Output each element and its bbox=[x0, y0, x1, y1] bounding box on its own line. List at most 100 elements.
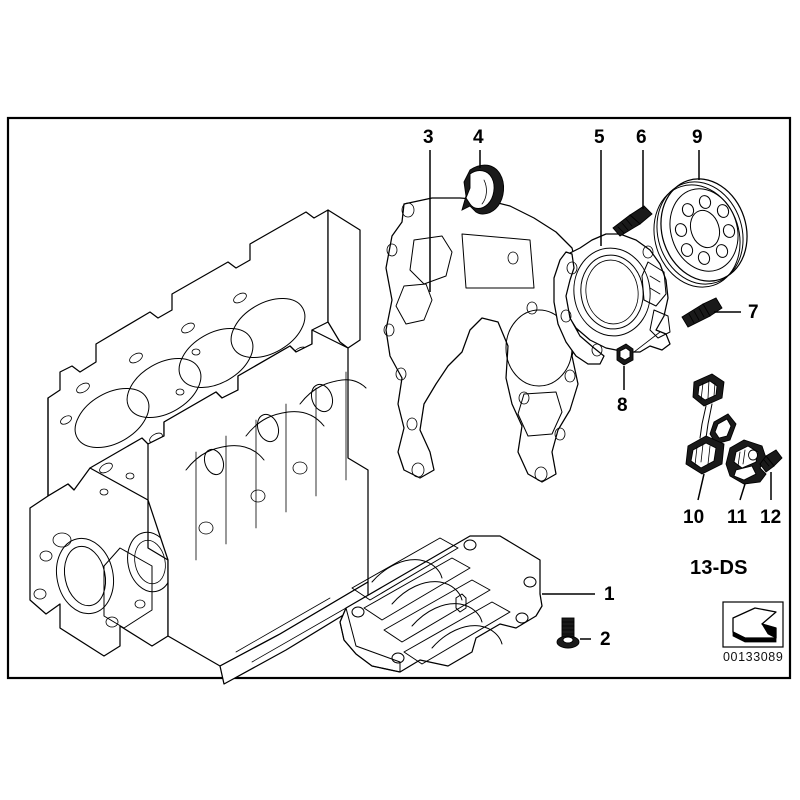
front-face-hole bbox=[134, 599, 146, 609]
head-bolt-hole bbox=[181, 322, 195, 334]
housing-lug bbox=[649, 309, 671, 339]
crankcase-hole bbox=[250, 489, 266, 503]
bolt6-shank bbox=[612, 214, 641, 237]
bedplate-bolt-hole bbox=[463, 539, 477, 551]
drive-plate-center-bore bbox=[689, 209, 721, 249]
arrow-direction-icon-fold bbox=[761, 623, 777, 639]
bolt7-shank bbox=[681, 303, 711, 328]
bedplate-bolt-hole bbox=[523, 576, 537, 588]
callout-label-11: 11 bbox=[727, 507, 748, 528]
head-bolt-hole bbox=[76, 382, 90, 394]
gasket-bolt-hole bbox=[395, 367, 407, 381]
head-bolt-hole bbox=[129, 352, 143, 364]
gasket-bolt-hole bbox=[383, 323, 395, 337]
block-front-face bbox=[29, 397, 169, 657]
bedplate-saddle-1 bbox=[391, 581, 463, 605]
bedplate-saddle-0 bbox=[371, 559, 443, 583]
drive-plate-inner-ring bbox=[669, 188, 739, 272]
gasket-bolt-hole bbox=[401, 202, 415, 218]
drive-plate-bolt-hole bbox=[681, 203, 695, 217]
gasket-bolt-hole bbox=[518, 391, 530, 405]
callout-label-8: 8 bbox=[617, 395, 628, 416]
drive-plate-rim bbox=[656, 181, 744, 285]
bedplate-saddle-3 bbox=[431, 625, 503, 649]
front-face-hole bbox=[105, 616, 119, 628]
bedplate-side-face bbox=[339, 607, 401, 673]
bolt7-threads bbox=[688, 307, 705, 324]
block-right-wall bbox=[327, 209, 361, 349]
leader-10 bbox=[697, 473, 705, 501]
sensor-bracket bbox=[725, 439, 767, 485]
gasket-bolt-hole bbox=[507, 251, 519, 265]
gasket-port-3 bbox=[461, 233, 535, 289]
bedplate-rib-3 bbox=[403, 601, 511, 665]
crank-seal-bore bbox=[55, 537, 115, 615]
front-face-hole bbox=[33, 588, 47, 600]
web-arc-2 bbox=[245, 411, 325, 437]
timing-cover-gasket bbox=[383, 197, 579, 483]
rail-detail bbox=[235, 597, 347, 663]
arrow-direction-icon-shadow bbox=[732, 631, 777, 643]
bedplate-bolt bbox=[556, 617, 580, 649]
seal-housing-flange-left bbox=[553, 251, 605, 365]
front-face-hole bbox=[52, 532, 72, 548]
dowel-bore bbox=[619, 347, 631, 361]
callout-label-5: 5 bbox=[594, 127, 605, 148]
leader-11 bbox=[739, 483, 746, 501]
seal-bore-inner bbox=[585, 259, 639, 325]
block-boss bbox=[125, 472, 135, 480]
dowel-sleeve bbox=[616, 343, 634, 366]
drive-plate-rim-2 bbox=[653, 184, 741, 288]
block-boss bbox=[191, 348, 201, 356]
crankcase-hole bbox=[292, 461, 308, 475]
diagram-frame bbox=[6, 116, 792, 680]
crankshaft-position-sensor bbox=[685, 373, 737, 475]
head-bolt-hole bbox=[60, 415, 72, 425]
bedplate-bolt-hole bbox=[391, 652, 405, 664]
gasket-outline bbox=[385, 197, 579, 483]
callout-leader-lines bbox=[429, 150, 772, 640]
gasket-port-4 bbox=[517, 391, 563, 437]
crank-seal-bore-inner bbox=[63, 545, 107, 607]
head-bolt-hole bbox=[233, 292, 247, 304]
bedplate-rib-0 bbox=[351, 537, 459, 601]
gasket-bolt-hole bbox=[386, 243, 398, 257]
bedplate-saddle-2 bbox=[411, 603, 483, 627]
drive-plate-bolt bbox=[681, 297, 723, 328]
housing-bolt-hole bbox=[560, 309, 572, 323]
drive-plate-bolt-hole bbox=[698, 195, 712, 209]
gasket-bolt-hole bbox=[526, 301, 538, 315]
bolt6-threads bbox=[617, 218, 633, 234]
sensor-connector-ribs bbox=[694, 443, 711, 466]
bolt2-shank bbox=[561, 617, 575, 639]
bracket-bolt-hole bbox=[748, 449, 758, 461]
bolt12-thread bbox=[763, 459, 770, 467]
callout-label-3: 3 bbox=[423, 127, 434, 148]
crankcase-hole bbox=[198, 521, 214, 535]
bedplate-center-stud bbox=[455, 593, 467, 613]
block-bore-detail-inner bbox=[134, 539, 166, 585]
sealing-cap bbox=[461, 164, 505, 215]
bracket-crease bbox=[737, 449, 746, 467]
callout-label-7: 7 bbox=[748, 302, 759, 323]
section-code-label: 13-DS bbox=[690, 557, 748, 579]
housing-bolt-hole bbox=[642, 245, 654, 259]
main-bearing-bore bbox=[310, 383, 334, 413]
bolt2-threads bbox=[561, 621, 575, 635]
cap-crease bbox=[481, 179, 487, 205]
gasket-port-1 bbox=[409, 235, 453, 285]
orientation-icon-box bbox=[722, 601, 784, 648]
block-boss bbox=[99, 488, 109, 496]
housing-bolt-hole bbox=[566, 261, 578, 275]
seal-bore-outer bbox=[573, 247, 651, 337]
cap-highlight bbox=[465, 170, 495, 209]
sensor-clip-ribs bbox=[700, 379, 716, 401]
main-bearing-bore bbox=[203, 448, 225, 476]
drive-plate-bolt-hole bbox=[716, 204, 730, 218]
bracket-tab bbox=[733, 465, 757, 481]
seal-housing-bolt bbox=[612, 205, 653, 237]
bedplate-rib-2 bbox=[383, 579, 491, 643]
drive-plate-bolt-hole bbox=[674, 223, 688, 237]
rear-crankshaft-seal-housing bbox=[553, 233, 671, 365]
